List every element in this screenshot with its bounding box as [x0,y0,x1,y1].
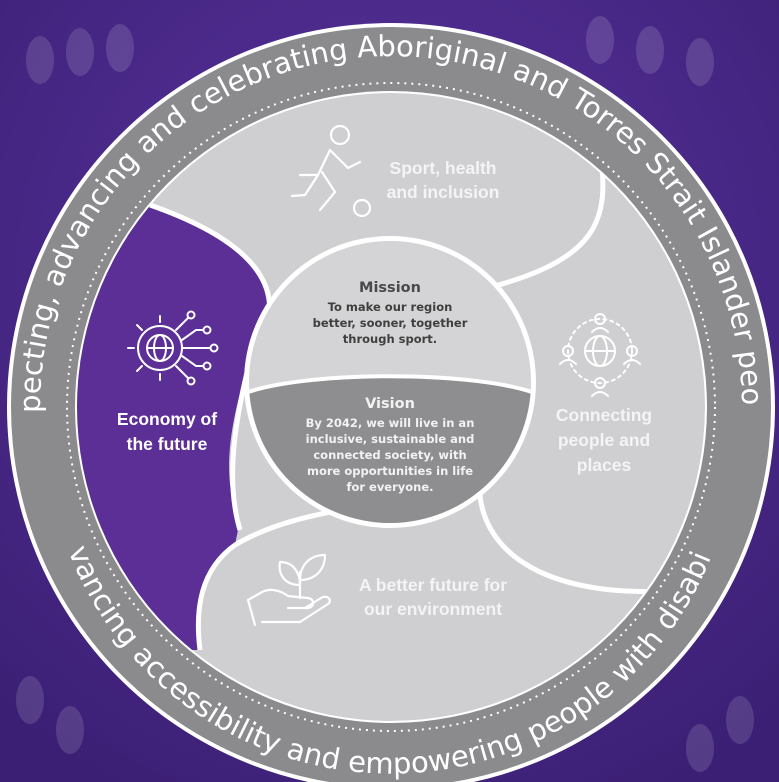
gear-globe-network-icon [127,310,219,386]
environment-label-line1: A better future for [359,575,507,595]
sport-label-line2: and inclusion [387,182,500,202]
core-group [249,241,531,523]
vision-line2: inclusive, sustainable and [306,432,475,446]
hand-seedling-icon [246,553,331,627]
vision-line3: connected society, with [313,448,466,462]
sport-label-line1: Sport, health [390,158,497,178]
core-divider [249,374,531,397]
vision-line4: more opportunities in life [307,464,473,478]
connecting-label-line3: places [577,455,632,475]
economy-label-line1: Economy of [117,409,217,429]
divider-connecting-environment [476,469,681,594]
environment-label-line2: our environment [364,599,502,619]
mission-title: Mission [359,280,421,296]
vision-title: Vision [365,396,415,412]
vision-line5: for everyone. [346,480,433,494]
vision-area [249,376,531,523]
mission-line2: better, sooner, together [313,316,468,330]
mission-line1: To make our region [328,300,453,314]
mission-line3: through sport. [343,332,437,346]
segment-economy [77,205,270,650]
ring-dotted-line [66,82,716,732]
vision-line1: By 2042, we will live in an [306,416,475,430]
connecting-label-line1: Connecting [556,405,652,425]
connecting-label-line2: people and [558,430,650,450]
economy-label-line2: the future [127,434,208,454]
running-person-ball-icon [290,124,372,218]
globe-people-network-icon [559,313,641,397]
divider-economy-environment [195,542,237,651]
